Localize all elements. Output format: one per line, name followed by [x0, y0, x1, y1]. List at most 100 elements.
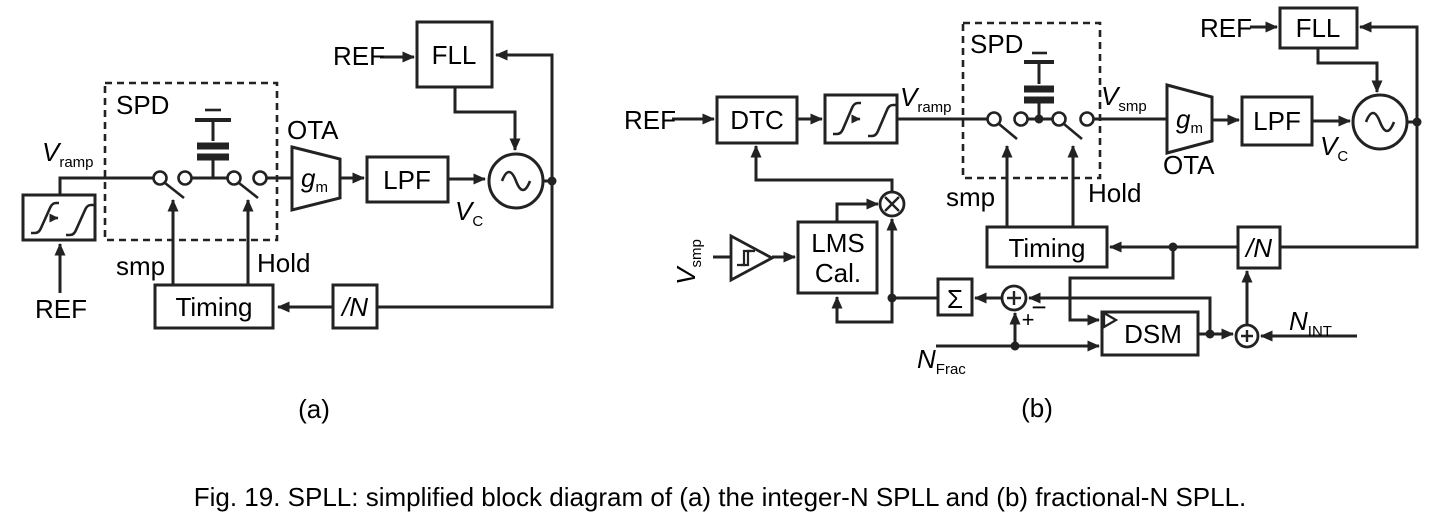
switch-contact-icon: [1013, 111, 1029, 127]
nint-label-b: NINT: [1289, 306, 1332, 340]
adder1-plus-sign: +: [1022, 307, 1035, 332]
ota-trapezoid-a: [290, 145, 342, 212]
comparator-icon-b: [729, 233, 775, 283]
sine-wave-icon: [500, 170, 532, 192]
fll-box-a: [415, 20, 494, 89]
junction-dot: [1205, 329, 1215, 339]
ota-label-b: OTA: [1163, 150, 1215, 180]
spd-label-b: SPD: [970, 29, 1023, 59]
adder1-icon-b: [1000, 284, 1028, 312]
junction-dot: [1034, 114, 1044, 124]
divider-label-a: /N: [340, 292, 368, 322]
lpf-label-b: LPF: [1253, 106, 1301, 136]
timing-label-b: Timing: [1008, 233, 1085, 263]
vc-label-b: VC: [1320, 131, 1348, 165]
sample-switch-icon-a: [152, 170, 193, 200]
timing-label-a: Timing: [175, 292, 252, 322]
ramp-generator-block-b: [823, 93, 899, 145]
ramp-curve-icon: [868, 103, 896, 138]
vco-icon-b: [1351, 93, 1409, 151]
panel-b-tag: (b): [1021, 393, 1053, 423]
wire-lms-to-multiplier-b: [835, 198, 879, 222]
wire-fll-to-vco-a: [453, 87, 521, 151]
adder2-icon-b: [1234, 323, 1260, 349]
spd-dashed-box-b: [961, 21, 1102, 180]
ramp-curve-icon: [66, 203, 94, 237]
switch-contact-icon: [1051, 111, 1067, 127]
nfrac-label-b: NFrac: [917, 344, 966, 378]
dsm-label-b: DSM: [1124, 319, 1182, 349]
wire-clock-to-dsm-b: [1068, 247, 1175, 326]
switch-contact-icon: [152, 170, 168, 186]
divider-box-b: [1236, 225, 1282, 270]
hold-switch-icon-b: [1051, 111, 1095, 140]
vco-icon-a: [487, 152, 545, 210]
wire-feedback-to-divider-a: [377, 181, 554, 309]
switch-contact-icon: [1079, 111, 1095, 127]
capacitor-icon-b: [1024, 51, 1054, 119]
ref-fll-label-a: REF: [333, 41, 385, 71]
spd-label-a: SPD: [116, 90, 169, 120]
smp-label-b: smp: [946, 182, 995, 212]
vsmp-input-label-b: Vsmp: [671, 239, 705, 285]
switch-contact-icon: [226, 170, 242, 186]
switch-contact-icon: [252, 170, 268, 186]
switch-lever-icon: [1063, 123, 1083, 140]
wire-dsm-out-to-adder1-b: [1028, 292, 1212, 334]
timing-box-b: [985, 225, 1109, 269]
hysteresis-icon: [741, 249, 755, 267]
dtc-box-b: [715, 95, 799, 145]
vramp-label-b: Vramp: [900, 82, 952, 116]
fll-label-b: FLL: [1296, 13, 1341, 43]
fll-box-b: [1278, 6, 1359, 50]
ota-label-a: OTA: [287, 115, 339, 145]
sine-wave-icon: [1364, 111, 1396, 133]
wire-fll-to-vco-b: [1316, 48, 1383, 93]
hold-label-a: Hold: [257, 248, 310, 278]
switch-contact-icon: [986, 111, 1002, 127]
lms-cal-box-b: [796, 220, 879, 295]
sample-switch-icon-b: [986, 111, 1029, 140]
panel-b: REF DTC Vramp SPD: [624, 6, 1422, 423]
junction-dot: [887, 293, 897, 303]
sigma-box-b: [936, 277, 974, 317]
wire-feedback-to-divider-b: [1280, 122, 1419, 249]
fll-label-a: FLL: [432, 40, 477, 70]
vsmp-node-label-b: Vsmp: [1101, 81, 1147, 115]
gm-label-b: gm: [1176, 104, 1203, 137]
sigma-label-b: Σ: [947, 284, 963, 314]
ramp-generator-block-a: [21, 193, 97, 242]
multiplier-icon-b: [878, 190, 906, 218]
junction-dot: [547, 176, 557, 186]
ref-input-label-a: REF: [35, 294, 87, 324]
switch-lever-icon: [238, 181, 259, 200]
spd-dashed-box-a: [103, 81, 279, 242]
ref-input-label-b: REF: [624, 105, 676, 135]
junction-dot: [1412, 117, 1422, 127]
lpf-label-a: LPF: [383, 165, 431, 195]
hold-label-b: Hold: [1088, 178, 1141, 208]
switch-lever-icon: [164, 181, 185, 200]
switch-lever-icon: [998, 123, 1018, 140]
panel-a-tag: (a): [298, 394, 330, 424]
wire-multiplier-to-dtc-b: [750, 145, 894, 192]
vramp-label-a: Vramp: [42, 137, 94, 171]
vc-label-a: VC: [455, 196, 483, 230]
figure-caption: Fig. 19. SPLL: simplified block diagram …: [194, 482, 1247, 512]
ota-trapezoid-b: [1165, 83, 1214, 155]
clock-input-icon: [1102, 310, 1119, 330]
wire-vramp-a: [58, 176, 153, 196]
lpf-box-b: [1240, 95, 1314, 147]
ramp-curve-icon: [31, 201, 59, 235]
smp-label-a: smp: [116, 251, 165, 281]
lpf-box-a: [365, 155, 450, 204]
panel-a: SPD OTA gm: [21, 20, 557, 424]
junction-dot: [1168, 242, 1178, 252]
switch-contact-icon: [177, 170, 193, 186]
gm-label-a: gm: [301, 163, 328, 196]
wire-feedback-to-fll-a: [495, 49, 554, 181]
adder1-minus-sign: −: [1031, 292, 1046, 322]
wire-feedback-to-fll-b: [1359, 21, 1419, 122]
timing-box-a: [153, 283, 275, 330]
